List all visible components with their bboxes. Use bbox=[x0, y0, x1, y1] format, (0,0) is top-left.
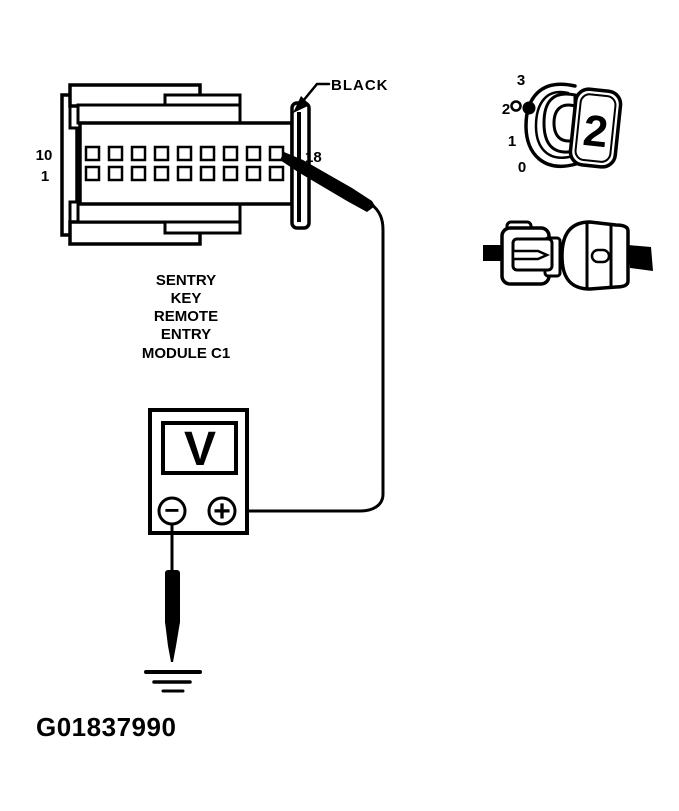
positive-terminal-sign: + bbox=[213, 495, 231, 528]
pin-r1-c7 bbox=[222, 145, 239, 162]
black-arrowhead-icon bbox=[293, 96, 310, 113]
pin-r1-c3 bbox=[130, 145, 147, 162]
connector-bottom-flange bbox=[76, 202, 242, 224]
wire-color-label: BLACK bbox=[331, 77, 389, 94]
connector-top-flange bbox=[76, 103, 242, 125]
left-half-wire-stub bbox=[483, 245, 504, 261]
module-label-line1: SENTRY bbox=[156, 272, 216, 289]
pin-r2-c5 bbox=[176, 165, 193, 182]
key-position-3: 3 bbox=[517, 72, 525, 89]
voltmeter-display-label: V bbox=[184, 423, 216, 476]
inline-connector-pair bbox=[483, 220, 653, 291]
ground-lead bbox=[144, 522, 202, 693]
position-ring-icon bbox=[510, 100, 522, 112]
key-position-2: 2 bbox=[502, 101, 510, 118]
pin-r1-c8 bbox=[245, 145, 262, 162]
ground-symbol-icon bbox=[144, 670, 202, 693]
pin-r2-c2 bbox=[107, 165, 124, 182]
key-head-outline bbox=[568, 87, 623, 169]
voltmeter-display bbox=[161, 421, 238, 475]
module-label-line2: KEY bbox=[171, 290, 202, 307]
black-wire-callout: BLACK bbox=[293, 77, 389, 113]
key-head-bevel bbox=[574, 93, 617, 163]
key-position-0: 0 bbox=[518, 159, 526, 176]
voltmeter: V − + bbox=[148, 408, 249, 535]
negative-terminal-sign: − bbox=[164, 495, 179, 525]
module-label-line5: MODULE C1 bbox=[142, 345, 230, 362]
pin-r2-c8 bbox=[245, 165, 262, 182]
module-label-line4: ENTRY bbox=[161, 326, 211, 343]
ground-probe-tip bbox=[165, 622, 180, 662]
probe-body bbox=[280, 152, 375, 212]
connector-body bbox=[78, 121, 294, 206]
pin-r1-c6 bbox=[199, 145, 216, 162]
positive-terminal-icon bbox=[207, 496, 237, 526]
connector-bottom-step bbox=[163, 220, 242, 235]
black-leader-line bbox=[301, 82, 331, 103]
lock-bezel-outer-arc bbox=[524, 82, 578, 168]
module-label: SENTRY KEY REMOTE ENTRY MODULE C1 bbox=[142, 272, 230, 362]
pin-r1-c9 bbox=[268, 145, 285, 162]
pin-grid bbox=[84, 145, 285, 182]
pin-r2-c4 bbox=[153, 165, 170, 182]
figure-id: G01837990 bbox=[36, 712, 176, 742]
pin-r2-c9 bbox=[268, 165, 285, 182]
positive-test-lead-wire bbox=[234, 202, 385, 513]
pin-label-bottom-left: 1 bbox=[41, 168, 49, 185]
pin-r1-c2 bbox=[107, 145, 124, 162]
lock-bezel-inner-arc bbox=[534, 90, 571, 159]
pin-label-top-left: 10 bbox=[36, 147, 53, 164]
ignition-key-switch: 3 2 1 0 2 bbox=[502, 72, 623, 176]
ground-probe-body bbox=[165, 570, 180, 625]
pin-r2-c1 bbox=[84, 165, 101, 182]
pin-r1-c4 bbox=[153, 145, 170, 162]
right-half-wire-stub bbox=[628, 245, 653, 271]
pin-label-probed: 18 bbox=[305, 149, 322, 166]
pin-r1-c5 bbox=[176, 145, 193, 162]
test-probe-and-lead bbox=[234, 152, 385, 513]
right-half-slot bbox=[590, 248, 611, 264]
key-position-1: 1 bbox=[508, 133, 516, 150]
module-label-line3: REMOTE bbox=[154, 308, 218, 325]
module-connector: 10 1 18 bbox=[36, 83, 322, 246]
pin-r2-c7 bbox=[222, 165, 239, 182]
key-face-number: 2 bbox=[581, 106, 610, 157]
left-half-terminal-blade bbox=[511, 249, 551, 261]
pin-r2-c3 bbox=[130, 165, 147, 182]
pin-r2-c6 bbox=[199, 165, 216, 182]
key-head: 2 bbox=[568, 87, 623, 169]
pin-r1-c1 bbox=[84, 145, 101, 162]
